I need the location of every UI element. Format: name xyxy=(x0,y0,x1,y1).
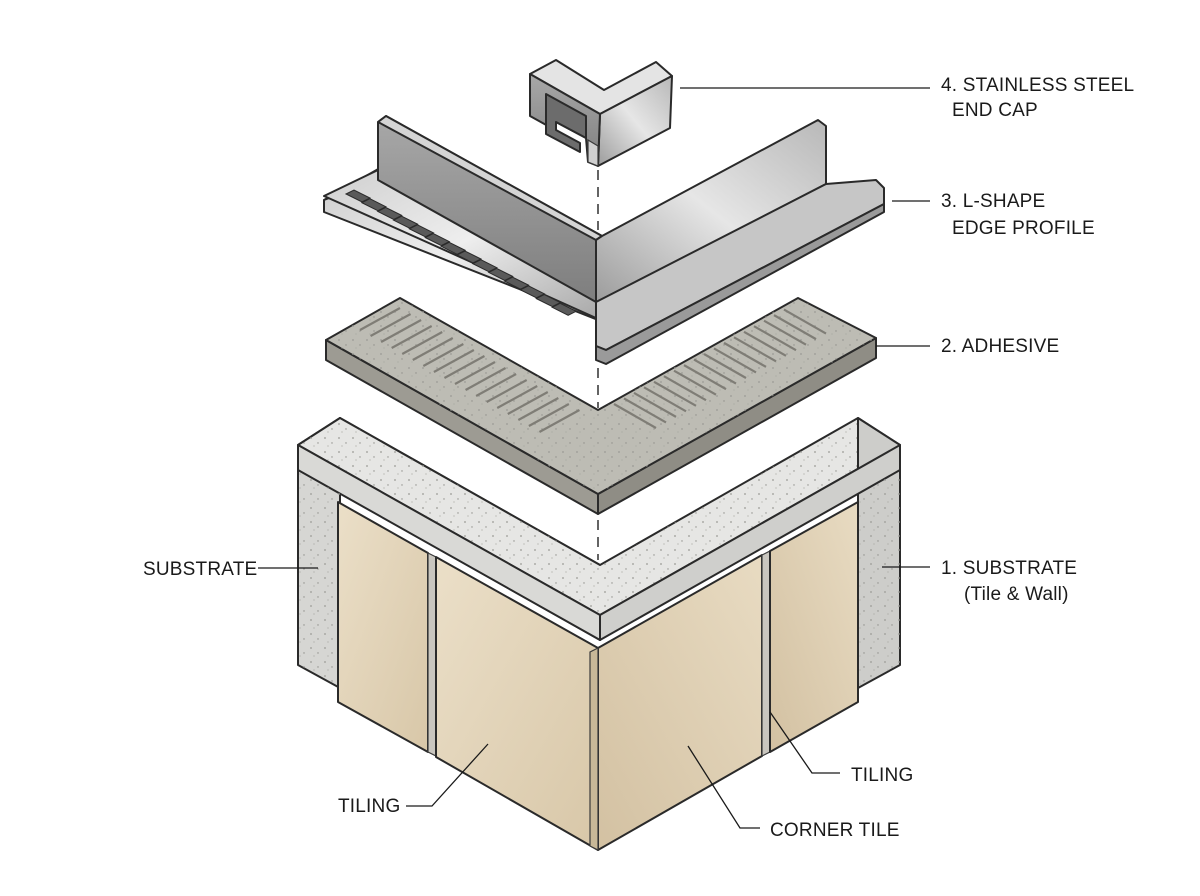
adhesive-layer xyxy=(325,297,877,515)
profile-perforation-slot xyxy=(440,241,467,255)
adhesive-rib xyxy=(623,397,667,424)
profile-perforation-slot xyxy=(503,276,530,290)
substrate-wall xyxy=(297,417,901,689)
profile-perforation-slot xyxy=(471,259,498,273)
profile-perforation-slot xyxy=(551,302,578,316)
adhesive-rib xyxy=(380,319,422,343)
label-substrate-right-line1: 1. SUBSTRATE xyxy=(941,558,1077,579)
label-end-cap-line1: 4. STAINLESS STEEL xyxy=(941,75,1134,96)
adhesive-rib xyxy=(743,330,787,357)
tiling-left-wall xyxy=(337,501,599,851)
label-substrate-left: SUBSTRATE xyxy=(143,559,257,580)
profile-perforation-slot xyxy=(344,189,372,203)
profile-perforation-slot xyxy=(519,285,546,299)
adhesive-rib xyxy=(653,380,697,407)
label-adhesive: 2. ADHESIVE xyxy=(941,336,1059,357)
stainless-steel-end-cap xyxy=(529,59,673,167)
adhesive-rib xyxy=(703,353,747,379)
adhesive-rib xyxy=(359,307,401,331)
label-end-cap-line2: END CAP xyxy=(952,100,1038,121)
adhesive-rib xyxy=(663,375,707,402)
profile-perforation-slot xyxy=(424,233,451,247)
adhesive-rib xyxy=(763,319,807,346)
adhesive-rib xyxy=(454,361,496,385)
adhesive-rib xyxy=(528,403,570,427)
adhesive-rib xyxy=(773,314,817,341)
label-corner-tile: CORNER TILE xyxy=(770,820,900,841)
adhesive-rib xyxy=(693,358,737,385)
adhesive-rib xyxy=(673,369,717,396)
adhesive-rib xyxy=(422,343,464,367)
adhesive-rib xyxy=(370,313,412,337)
adhesive-rib xyxy=(412,337,454,361)
adhesive-rib xyxy=(723,341,767,368)
profile-perforation-slot xyxy=(455,250,483,264)
label-profile-line1: 3. L-SHAPE xyxy=(941,191,1045,212)
adhesive-rib xyxy=(475,373,517,397)
adhesive-rib xyxy=(486,379,528,403)
adhesive-rib xyxy=(443,355,485,379)
adhesive-rib xyxy=(713,347,757,374)
adhesive-rib xyxy=(633,391,677,418)
adhesive-rib xyxy=(401,331,443,355)
adhesive-rib xyxy=(433,349,475,373)
tiling-right-wall xyxy=(761,501,859,757)
adhesive-rib xyxy=(391,325,433,349)
profile-perforation-slot xyxy=(408,224,435,238)
profile-perforation-slot xyxy=(535,294,562,308)
adhesive-rib xyxy=(783,308,827,335)
adhesive-rib xyxy=(683,364,727,391)
label-tiling-left: TILING xyxy=(338,796,400,817)
adhesive-rib xyxy=(538,409,580,433)
adhesive-rib xyxy=(753,325,797,352)
corner-tile xyxy=(589,554,763,851)
profile-perforation-slot xyxy=(376,206,403,220)
label-substrate-right-line2: (Tile & Wall) xyxy=(964,584,1069,605)
profile-perforation-slot xyxy=(487,267,514,281)
l-shape-edge-profile xyxy=(323,115,885,365)
adhesive-rib xyxy=(643,386,687,413)
adhesive-rib xyxy=(465,367,507,391)
profile-perforation-slot xyxy=(392,215,419,229)
label-profile-line2: EDGE PROFILE xyxy=(952,218,1095,239)
label-tiling-right: TILING xyxy=(851,765,913,786)
adhesive-rib xyxy=(507,391,549,415)
profile-perforation-slot xyxy=(360,198,387,212)
leader-lines xyxy=(258,87,930,829)
adhesive-rib xyxy=(733,336,777,363)
adhesive-rib xyxy=(517,397,559,421)
adhesive-rib xyxy=(613,403,657,429)
adhesive-rib xyxy=(496,385,538,409)
